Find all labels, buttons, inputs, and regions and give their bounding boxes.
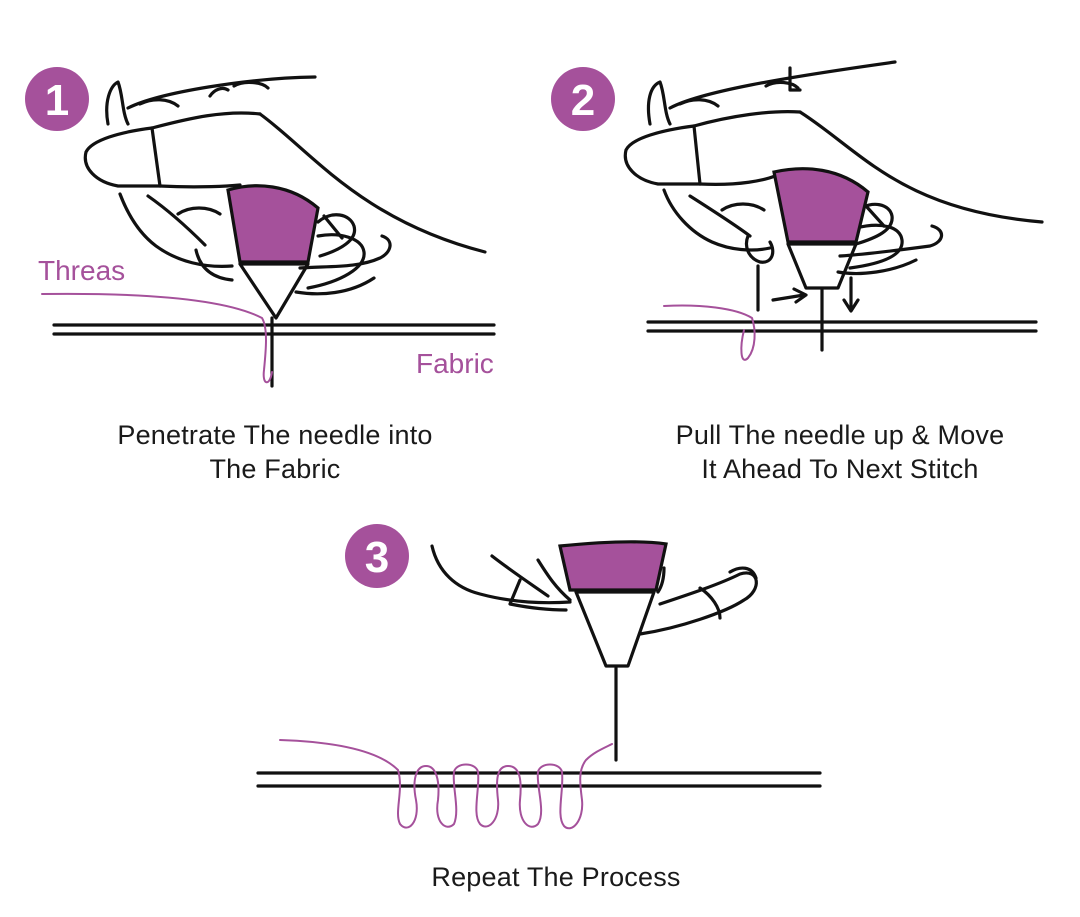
step-2-caption: Pull The needle up & Move It Ahead To Ne… (600, 418, 1080, 486)
step-3-badge: 3 (345, 524, 409, 588)
step-2-badge-circle (551, 67, 615, 131)
step-2-needle-handle (772, 167, 870, 244)
step-1-needle-handle (226, 184, 320, 264)
step-2-fabric (646, 320, 1038, 333)
step-1-thread (41, 292, 273, 384)
step-1-fabric (52, 323, 496, 336)
step-2-number: 2 (571, 76, 595, 125)
step-3-hand (430, 544, 758, 636)
step-1-illustration: 1 (25, 67, 496, 388)
step-1-caption-line-2: The Fabric (209, 454, 341, 484)
step-3-caption-line-1: Repeat The Process (431, 862, 681, 892)
step-1-hand (83, 75, 487, 296)
step-1-thread-label: Threas (38, 255, 125, 286)
step-3-thread (279, 739, 613, 830)
step-2-hand (623, 60, 1044, 276)
step-3-needle-cone (574, 590, 656, 668)
step-2-caption-line-1: Pull The needle up & Move (675, 420, 1005, 450)
step-3-caption: Repeat The Process (316, 860, 796, 894)
step-3-illustration: 3 (256, 524, 822, 830)
step-1-badge-circle (25, 67, 89, 131)
step-1-needle-cone (238, 262, 310, 320)
step-3-badge-circle (345, 524, 409, 588)
step-3-number: 3 (365, 533, 389, 582)
step-2-down-arrow (842, 276, 860, 313)
step-3-needle-handle (558, 540, 668, 592)
step-1-caption: Penetrate The needle into The Fabric (35, 418, 515, 486)
step-1-number: 1 (45, 76, 69, 125)
step-1-fabric-label: Fabric (416, 348, 494, 379)
step-1-caption-line-1: Penetrate The needle into (117, 420, 433, 450)
step-2-thread (663, 304, 756, 361)
step-2-badge: 2 (551, 67, 615, 131)
step-2-caption-line-2: It Ahead To Next Stitch (701, 454, 979, 484)
step-2-needle-cone (786, 242, 858, 290)
step-2-illustration: 2 (551, 60, 1044, 361)
step-2-move-arrow (771, 287, 808, 304)
step-1-badge: 1 (25, 67, 89, 131)
